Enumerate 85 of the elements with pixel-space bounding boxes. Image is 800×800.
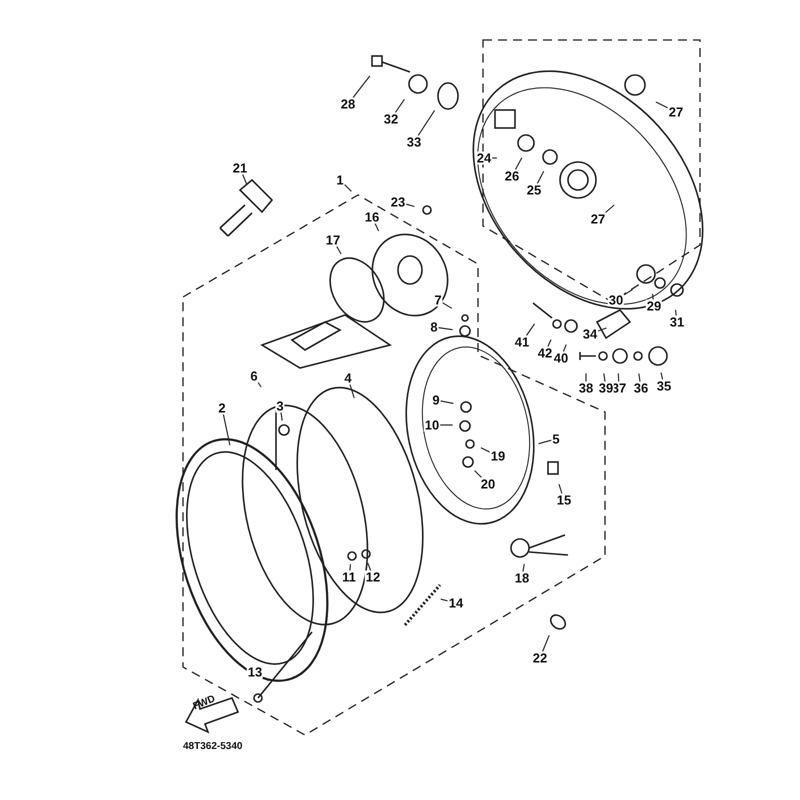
- leader-line: [492, 157, 497, 159]
- leader-line: [344, 184, 352, 192]
- callout-number: 41: [514, 336, 530, 348]
- leader-line: [542, 635, 550, 652]
- callout-number: 35: [656, 380, 672, 392]
- callout-number: 33: [406, 136, 422, 148]
- callout-number: 42: [536, 346, 554, 360]
- callout-number: 16: [364, 210, 380, 224]
- leader-line: [674, 310, 677, 316]
- callout-number: 34: [582, 328, 598, 340]
- callout-number: 25: [526, 184, 542, 196]
- leader-line: [367, 562, 372, 571]
- callout-number: 23: [390, 196, 406, 208]
- callout-number: 27: [668, 106, 684, 118]
- leader-line: [652, 294, 654, 300]
- callout-number: 17: [324, 234, 342, 246]
- leader-line: [406, 204, 415, 208]
- leader-line: [480, 447, 490, 453]
- callout-number: 39: [598, 382, 614, 394]
- callout-number: 19: [490, 450, 506, 462]
- leader-line: [352, 76, 370, 98]
- leader-line: [515, 158, 522, 170]
- callout-number: 31: [668, 316, 686, 328]
- leader-line: [418, 110, 436, 136]
- callout-number: 4: [343, 372, 353, 384]
- leader-line: [526, 323, 536, 336]
- part-code: 48T362-5340: [183, 742, 242, 752]
- leader-line: [440, 400, 454, 404]
- callout-number: 5: [551, 432, 561, 446]
- direction-label: FWD: [192, 694, 217, 712]
- callout-number: 9: [431, 394, 441, 406]
- leader-line: [558, 484, 562, 494]
- callout-number: 40: [552, 352, 570, 364]
- callout-number: 28: [340, 98, 356, 110]
- callout-number: 1: [335, 174, 345, 186]
- leader-line: [660, 372, 664, 380]
- leader-line: [536, 170, 544, 184]
- leader-line: [656, 102, 668, 108]
- callout-number: 15: [556, 494, 572, 506]
- callout-number: 18: [514, 572, 530, 584]
- leader-line: [440, 424, 453, 426]
- leader-line: [349, 564, 352, 571]
- leader-line: [374, 223, 380, 232]
- leader-line: [280, 412, 283, 421]
- callout-number: 6: [249, 370, 259, 382]
- leader-line: [222, 414, 230, 446]
- callout-number: 8: [429, 320, 439, 334]
- callout-number: 24: [476, 152, 492, 164]
- leader-line: [474, 470, 482, 478]
- leader-line: [562, 344, 567, 352]
- callout-number: 32: [382, 112, 400, 126]
- callout-number: 36: [632, 382, 650, 394]
- leader-line: [598, 327, 607, 332]
- leader-line: [258, 382, 262, 388]
- leader-line: [603, 373, 606, 382]
- leader-line: [336, 246, 342, 254]
- callout-number: 7: [433, 294, 443, 306]
- callout-number: 3: [275, 400, 285, 412]
- leader-line: [349, 384, 355, 398]
- callout-number: 12: [364, 570, 382, 584]
- callout-number: 10: [424, 418, 440, 432]
- leader-line: [624, 289, 633, 296]
- callout-number: 21: [232, 162, 248, 174]
- leader-line: [522, 564, 525, 572]
- callout-number: 29: [646, 300, 662, 312]
- leader-line: [547, 339, 552, 347]
- callout-number: 26: [504, 170, 520, 182]
- callout-number: 14: [448, 596, 464, 610]
- leader-line: [605, 204, 615, 213]
- leader-line: [440, 598, 448, 602]
- callout-number: 38: [578, 382, 594, 394]
- callout-number: 30: [608, 294, 624, 306]
- leader-line: [638, 373, 641, 382]
- callout-number: 27: [590, 212, 606, 226]
- leader-line: [438, 327, 453, 330]
- callout-number: 20: [480, 478, 496, 490]
- leader-line: [262, 676, 269, 682]
- leader-line: [242, 174, 247, 184]
- callout-number: 2: [217, 402, 227, 414]
- callout-number: 22: [532, 652, 548, 664]
- callout-number: 11: [341, 570, 357, 584]
- leader-line: [442, 302, 452, 309]
- callout-number: 13: [246, 666, 264, 678]
- leader-line: [538, 440, 552, 444]
- leader-line: [394, 98, 405, 113]
